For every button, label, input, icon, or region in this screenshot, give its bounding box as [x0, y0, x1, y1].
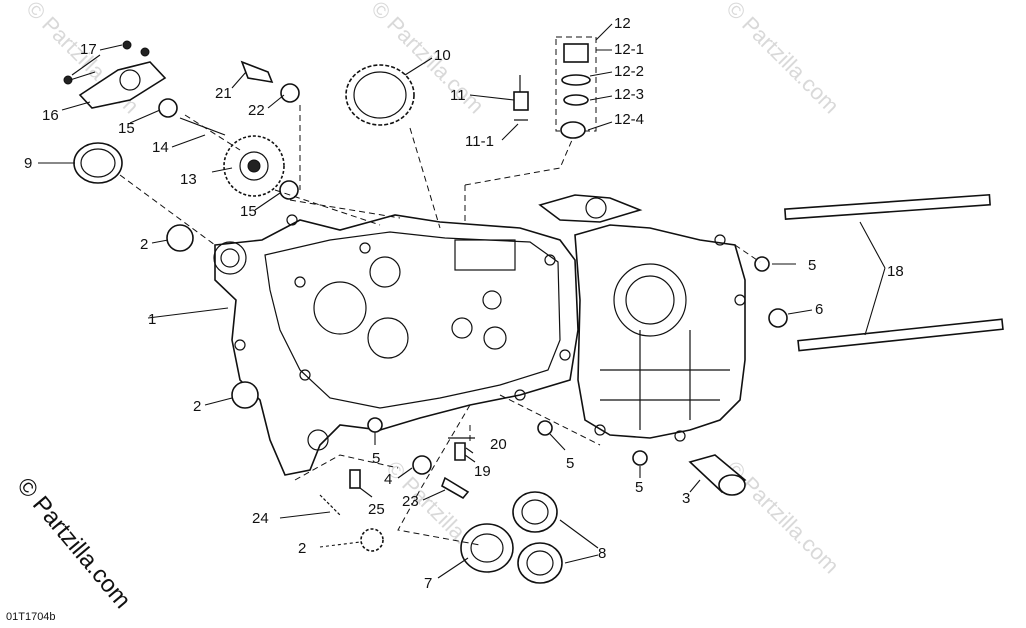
crankcase-right-half [538, 194, 746, 442]
part-12-assembly [555, 36, 597, 139]
partzilla-brand-mark: © Partzilla.com [11, 473, 136, 614]
callout-16: 16 [42, 107, 59, 124]
callout-18: 18 [887, 263, 904, 280]
part-22-washer [280, 83, 300, 103]
diagram-code: 01T1704b [6, 611, 56, 623]
part-4-washer [412, 455, 432, 475]
part-19-bolt [454, 442, 466, 461]
callout-12: 12 [614, 15, 631, 32]
part-5-dowel [632, 450, 648, 466]
callout-23: 23 [402, 493, 419, 510]
callout-15: 15 [118, 120, 135, 137]
callout-5: 5 [808, 257, 816, 274]
callout-4: 4 [384, 471, 392, 488]
callout-10: 10 [434, 47, 451, 64]
part-15-washer [279, 180, 299, 200]
part-25-pin [349, 469, 361, 489]
watermark: © Partzilla.com [721, 456, 844, 579]
callout-15: 15 [240, 203, 257, 220]
callout-2: 2 [193, 398, 201, 415]
part-5-dowel [537, 420, 553, 436]
part-10-gasket [345, 64, 415, 126]
part-2-plug [231, 381, 259, 409]
callout-22: 22 [248, 102, 265, 119]
callout-5: 5 [372, 450, 380, 467]
callout-14: 14 [152, 139, 169, 156]
callout-17: 17 [80, 41, 97, 58]
callout-13: 13 [180, 171, 197, 188]
callout-labels: 17 16 15 9 14 13 15 21 22 10 11 11-1 12 … [24, 15, 904, 592]
crankcase-left-half [213, 214, 579, 476]
callout-5: 5 [635, 479, 643, 496]
callout-12-2: 12-2 [614, 63, 644, 80]
callout-12-4: 12-4 [614, 111, 644, 128]
watermark: © Partzilla.com [721, 0, 844, 118]
callout-25: 25 [368, 501, 385, 518]
part-2-plug [166, 224, 194, 252]
callout-1: 1 [148, 311, 156, 328]
part-8-bearing [512, 491, 563, 584]
callout-20: 20 [490, 436, 507, 453]
part-3-bushing [688, 454, 747, 496]
callout-11-1: 11-1 [465, 133, 494, 150]
callout-12-3: 12-3 [614, 86, 644, 103]
callout-19: 19 [474, 463, 491, 480]
part-23-bolt [441, 476, 470, 500]
part-21-sensor [240, 60, 274, 84]
callout-9: 9 [24, 155, 32, 172]
callout-5: 5 [566, 455, 574, 472]
callout-21: 21 [215, 85, 232, 102]
part-11-valve [513, 75, 529, 121]
callout-8: 8 [598, 545, 606, 562]
part-15-washer [158, 98, 178, 118]
callout-11: 11 [450, 87, 466, 104]
part-5-dowel [367, 417, 383, 433]
part-18-studs [784, 193, 1004, 352]
part-6-nut [768, 308, 788, 328]
leader-lines [38, 23, 886, 579]
callout-3: 3 [682, 490, 690, 507]
part-5-dowel [754, 256, 770, 272]
part-7-bearing [460, 523, 514, 573]
part-2-plug [360, 528, 384, 552]
callout-24: 24 [252, 510, 269, 527]
callout-7: 7 [424, 575, 432, 592]
callout-12-1: 12-1 [614, 41, 644, 58]
callout-2: 2 [298, 540, 306, 557]
part-16-bracket [63, 40, 167, 109]
callout-2: 2 [140, 236, 148, 253]
callout-6: 6 [815, 301, 823, 318]
